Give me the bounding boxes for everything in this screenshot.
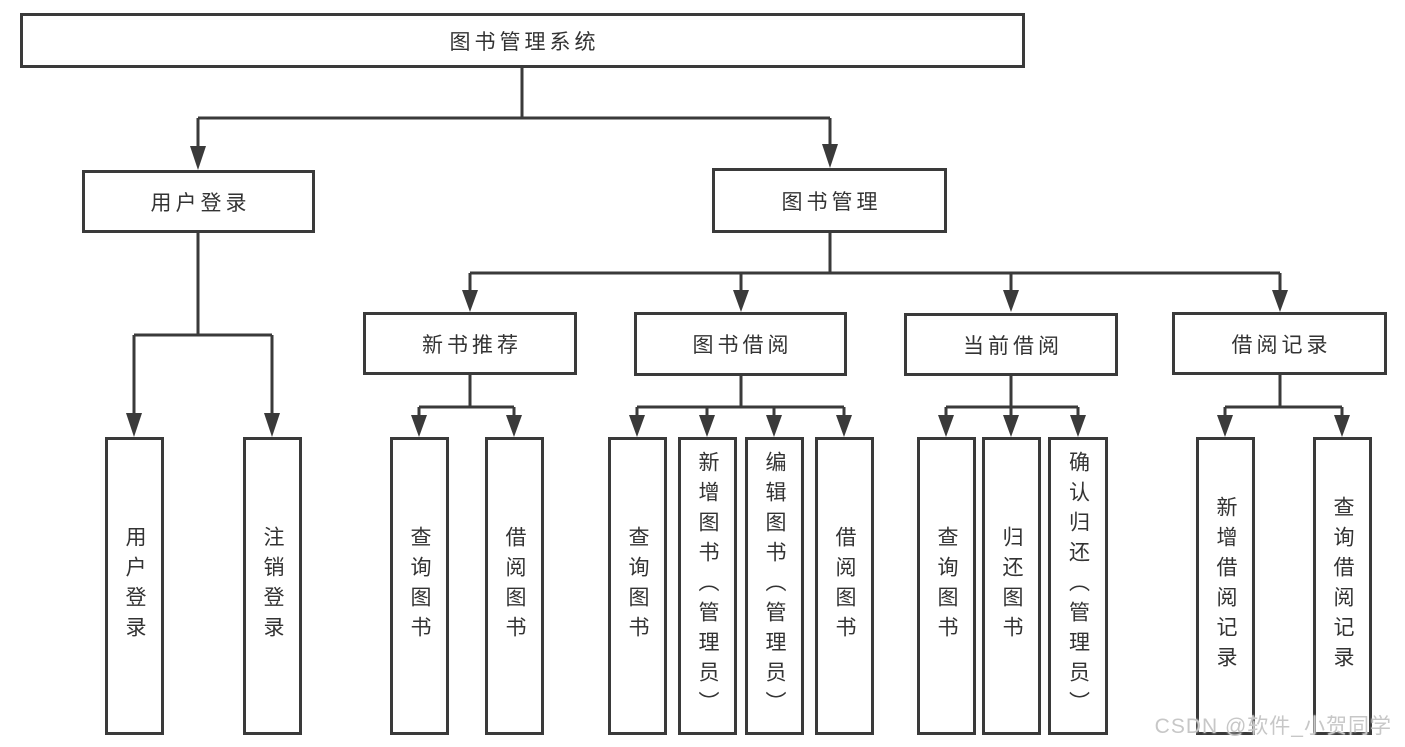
node-leaf-user-login: 用户登录 [105, 437, 164, 735]
node-root-label: 图书管理系统 [449, 30, 600, 54]
node-leaf-query-books-3-label: 查询图书 [935, 526, 958, 646]
node-leaf-query-books-2: 查询图书 [608, 437, 667, 735]
node-leaf-borrow-books-1: 借阅图书 [485, 437, 544, 735]
node-leaf-add-book-admin-label: 新增图书（管理员） [696, 451, 719, 721]
node-book-borrowing-label: 图书借阅 [692, 334, 793, 357]
node-leaf-query-borrow-record-label: 查询借阅记录 [1331, 496, 1354, 676]
node-leaf-logout-label: 注销登录 [261, 526, 284, 646]
node-leaf-user-login-label: 用户登录 [123, 526, 146, 646]
node-leaf-query-books-2-label: 查询图书 [626, 526, 649, 646]
node-new-book-recommend: 新书推荐 [363, 312, 577, 375]
node-book-management: 图书管理 [712, 168, 947, 233]
node-leaf-query-books-3: 查询图书 [917, 437, 976, 735]
node-leaf-logout: 注销登录 [243, 437, 302, 735]
node-leaf-edit-book-admin-label: 编辑图书（管理员） [763, 451, 786, 721]
node-leaf-add-borrow-record: 新增借阅记录 [1196, 437, 1255, 735]
csdn-watermark: CSDN @软件_小贺同学 [1154, 715, 1392, 738]
node-leaf-query-borrow-record: 查询借阅记录 [1313, 437, 1372, 735]
node-leaf-query-books-1: 查询图书 [390, 437, 449, 735]
node-user-login-label: 用户登录 [150, 191, 251, 215]
node-leaf-add-borrow-record-label: 新增借阅记录 [1214, 496, 1237, 676]
node-leaf-add-book-admin: 新增图书（管理员） [678, 437, 737, 735]
node-current-borrowing-label: 当前借阅 [963, 334, 1063, 358]
node-leaf-confirm-return-admin-label: 确认归还（管理员） [1066, 451, 1090, 721]
node-user-login: 用户登录 [82, 170, 315, 233]
node-book-management-label: 图书管理 [781, 190, 882, 214]
node-leaf-return-books: 归还图书 [982, 437, 1041, 735]
connector-stems [132, 68, 1344, 417]
node-book-borrowing: 图书借阅 [634, 312, 847, 376]
node-leaf-return-books-label: 归还图书 [1000, 526, 1023, 646]
node-root: 图书管理系统 [20, 13, 1025, 68]
node-leaf-query-books-1-label: 查询图书 [408, 526, 431, 646]
node-leaf-borrow-books-2-label: 借阅图书 [833, 526, 856, 646]
node-new-book-recommend-label: 新书推荐 [422, 333, 522, 357]
node-leaf-borrow-books-2: 借阅图书 [815, 437, 874, 735]
node-current-borrowing: 当前借阅 [904, 313, 1118, 376]
node-borrowing-records: 借阅记录 [1172, 312, 1387, 375]
node-leaf-edit-book-admin: 编辑图书（管理员） [745, 437, 804, 735]
node-leaf-confirm-return-admin: 确认归还（管理员） [1048, 437, 1108, 735]
node-borrowing-records-label: 借阅记录 [1231, 333, 1332, 357]
connector-arrowheads [126, 144, 1350, 437]
node-leaf-borrow-books-1-label: 借阅图书 [503, 526, 526, 646]
